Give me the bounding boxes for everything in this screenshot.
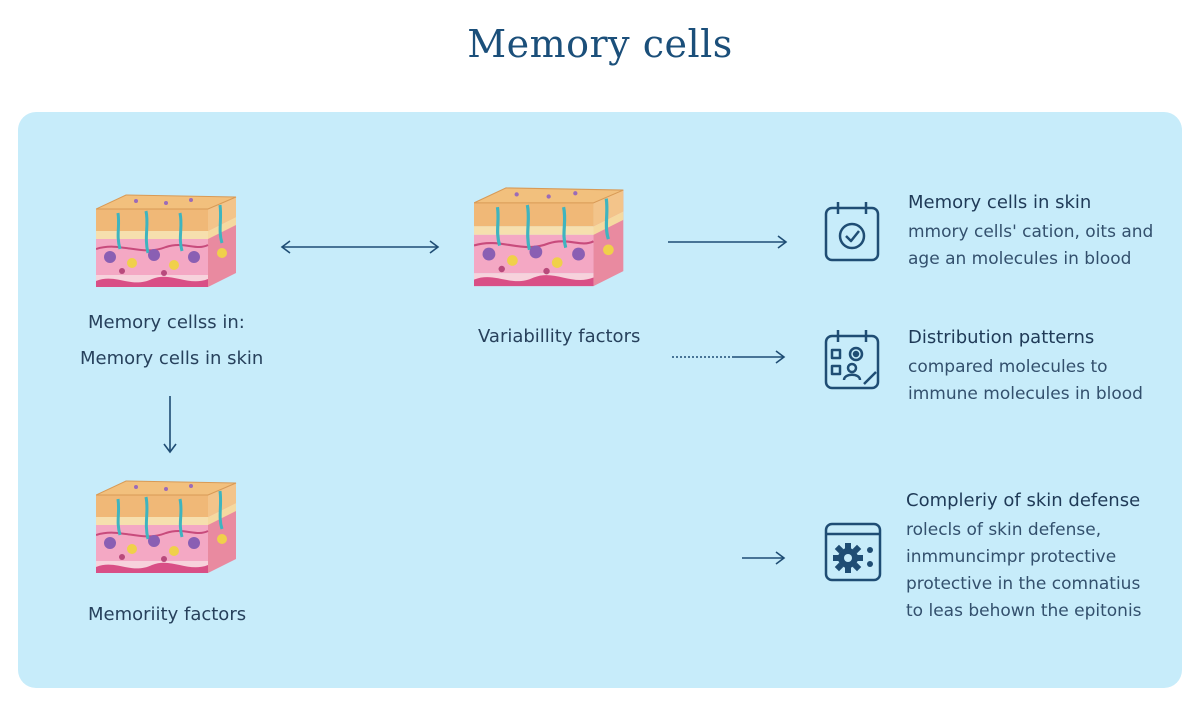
arrow-to-item-1 (668, 235, 788, 249)
arrow-to-item-2 (672, 350, 786, 364)
arrow-to-item-3 (742, 551, 786, 565)
item-3-line-3: protective in the comnatius (906, 574, 1141, 594)
middle-label: Variabillity factors (478, 326, 641, 347)
item-1-heading: Memory cells in skin (908, 192, 1092, 213)
item-2-line-2: immune molecules in blood (908, 384, 1143, 404)
page-title: Memory cells (467, 22, 733, 66)
left-label-line1: Memory cellss in: (88, 312, 245, 333)
item-1-line-2: age an molecules in blood (908, 249, 1132, 269)
item-1-line-1: mmory cells' cation, oits and (908, 222, 1154, 242)
window-gear-icon (824, 522, 882, 582)
left-label-line2: Memory cells in skin (80, 348, 264, 369)
item-2-heading: Distribution patterns (908, 327, 1095, 348)
calendar-people-icon (824, 330, 880, 390)
item-2-text: Distribution patterns compared molecules… (908, 327, 1143, 408)
item-3-line-2: inmmuncimpr protective (906, 547, 1117, 567)
double-arrow (280, 240, 440, 254)
item-3-line-4: to leas behown the epitonis (906, 601, 1142, 621)
item-1-text: Memory cells in skin mmory cells' cation… (908, 192, 1153, 273)
calendar-check-icon (824, 202, 880, 262)
item-3-text: Compleriy of skin defense rolecls of ski… (906, 490, 1142, 625)
item-3-line-1: rolecls of skin defense, (906, 520, 1102, 540)
item-2-line-1: compared molecules to (908, 357, 1108, 377)
down-arrow (163, 396, 177, 454)
item-3-heading: Compleriy of skin defense (906, 490, 1141, 511)
bottom-label: Memoriity factors (88, 604, 247, 625)
